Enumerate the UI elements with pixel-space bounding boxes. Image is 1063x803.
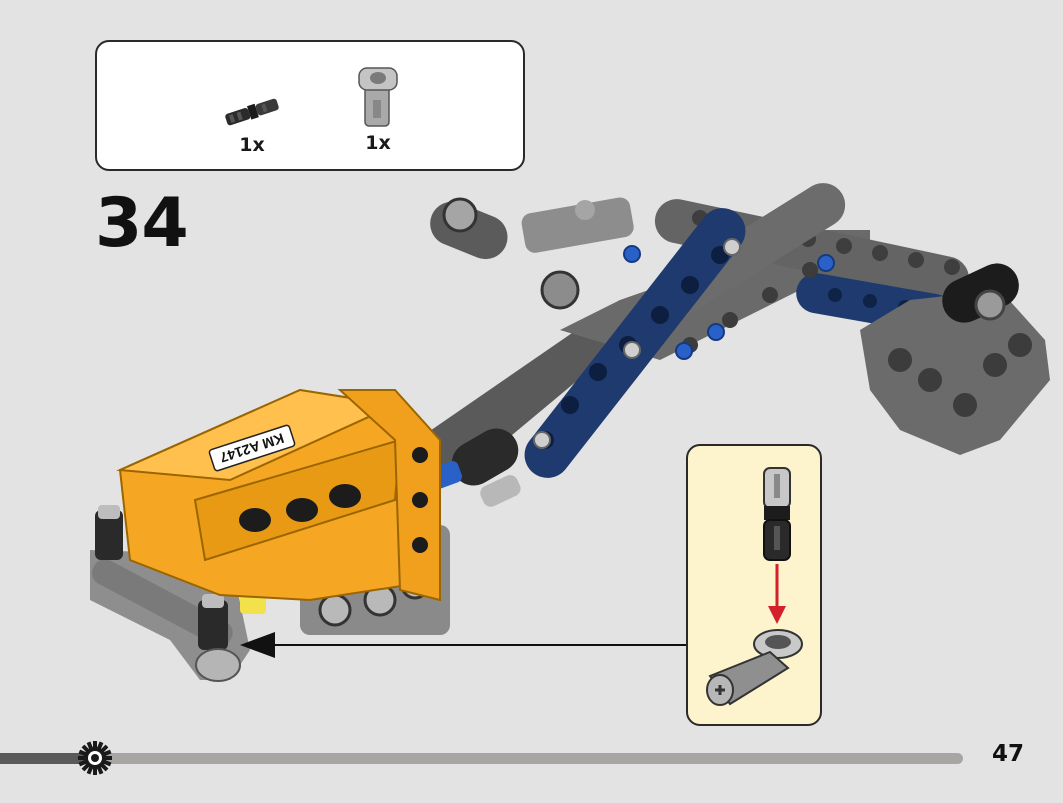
callout-box bbox=[686, 444, 822, 726]
top-left-connector-assembly bbox=[430, 197, 634, 310]
axle-pin-detail-icon bbox=[763, 467, 791, 561]
part-quantity: 1x bbox=[365, 132, 391, 154]
black-axle-pin-icon bbox=[225, 98, 279, 126]
rear-frame bbox=[860, 263, 1050, 455]
gear-icon bbox=[78, 741, 112, 775]
angle-connector-detail-icon bbox=[706, 629, 803, 706]
callout-arrowhead bbox=[240, 632, 275, 658]
parts-list-box: 1x 1x bbox=[95, 40, 525, 171]
progress-fill bbox=[0, 753, 87, 764]
step-number: 34 bbox=[95, 184, 189, 263]
progress-bar bbox=[0, 753, 963, 764]
part-quantity: 1x bbox=[239, 134, 265, 156]
orange-body: KM A2147 bbox=[116, 388, 441, 602]
page-number: 47 bbox=[992, 741, 1025, 767]
part-item-axle-pin: 1x bbox=[219, 92, 285, 156]
grey-angle-connector-icon bbox=[358, 67, 398, 127]
callout-illustration bbox=[706, 467, 803, 706]
part-item-angle-connector: 1x bbox=[353, 64, 403, 154]
